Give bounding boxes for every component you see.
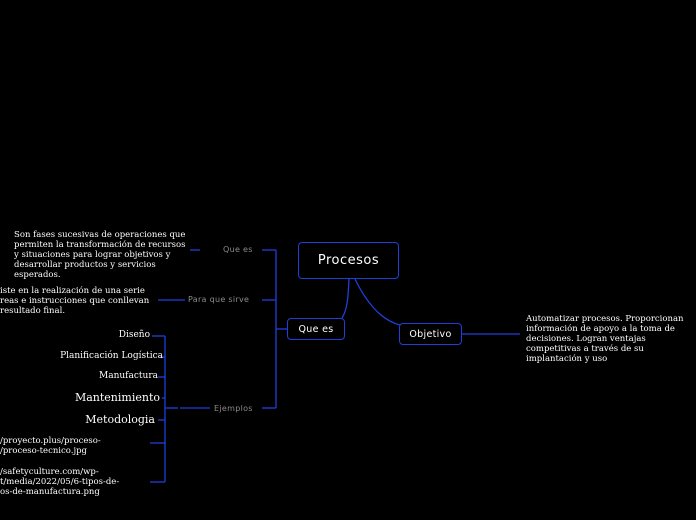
ejemplo-link-1[interactable]: /proyecto.plus/proceso- /proceso-tecnico… — [0, 436, 150, 456]
ejemplo-link-2[interactable]: /safetyculture.com/wp- t/media/2022/05/6… — [0, 467, 150, 497]
ejemplo-item-mantenimiento[interactable]: Mantenimiento — [74, 391, 160, 404]
objetivo-description: Automatizar procesos. Proporcionan infor… — [526, 314, 684, 364]
root-topic-procesos[interactable]: Procesos — [298, 242, 399, 279]
para-que-sirve-description: iste en la realización de una serie reas… — [0, 286, 160, 316]
branch-label-que-es[interactable]: Que es — [223, 245, 253, 254]
ejemplo-item-diseno[interactable]: Diseño — [118, 330, 150, 340]
para-que-sirve-line-2: reas e instrucciones que conllevan — [0, 296, 150, 306]
objetivo-label: Objetivo — [409, 328, 452, 340]
ejemplo-link-1-line-1: /proyecto.plus/proceso- — [0, 436, 101, 446]
para-que-sirve-line-3: resultado final. — [0, 306, 66, 316]
ejemplo-item-planificacion-logistica[interactable]: Planificación Logística — [60, 351, 163, 361]
branch-label-ejemplos[interactable]: Ejemplos — [214, 404, 253, 413]
para-que-sirve-line-1: iste en la realización de una serie — [0, 286, 145, 296]
ejemplo-link-2-line-3: os-de-manufactura.png — [0, 487, 100, 497]
ejemplo-item-metodologia[interactable]: Metodologia — [85, 413, 155, 426]
ejemplo-item-manufactura[interactable]: Manufactura — [99, 371, 158, 381]
que-es-description: Son fases sucesivas de operaciones que p… — [14, 230, 186, 280]
topic-objetivo[interactable]: Objetivo — [399, 323, 462, 345]
main-topic-que-es[interactable]: Que es — [287, 318, 345, 340]
branch-label-para-que-sirve[interactable]: Para que sirve — [188, 295, 250, 304]
ejemplo-link-2-line-2: t/media/2022/05/6-tipos-de- — [0, 477, 120, 487]
ejemplo-link-1-line-2: /proceso-tecnico.jpg — [0, 446, 87, 456]
main-topic-label: Que es — [298, 323, 334, 335]
root-topic-label: Procesos — [317, 253, 380, 268]
ejemplo-link-2-line-1: /safetyculture.com/wp- — [0, 467, 99, 477]
